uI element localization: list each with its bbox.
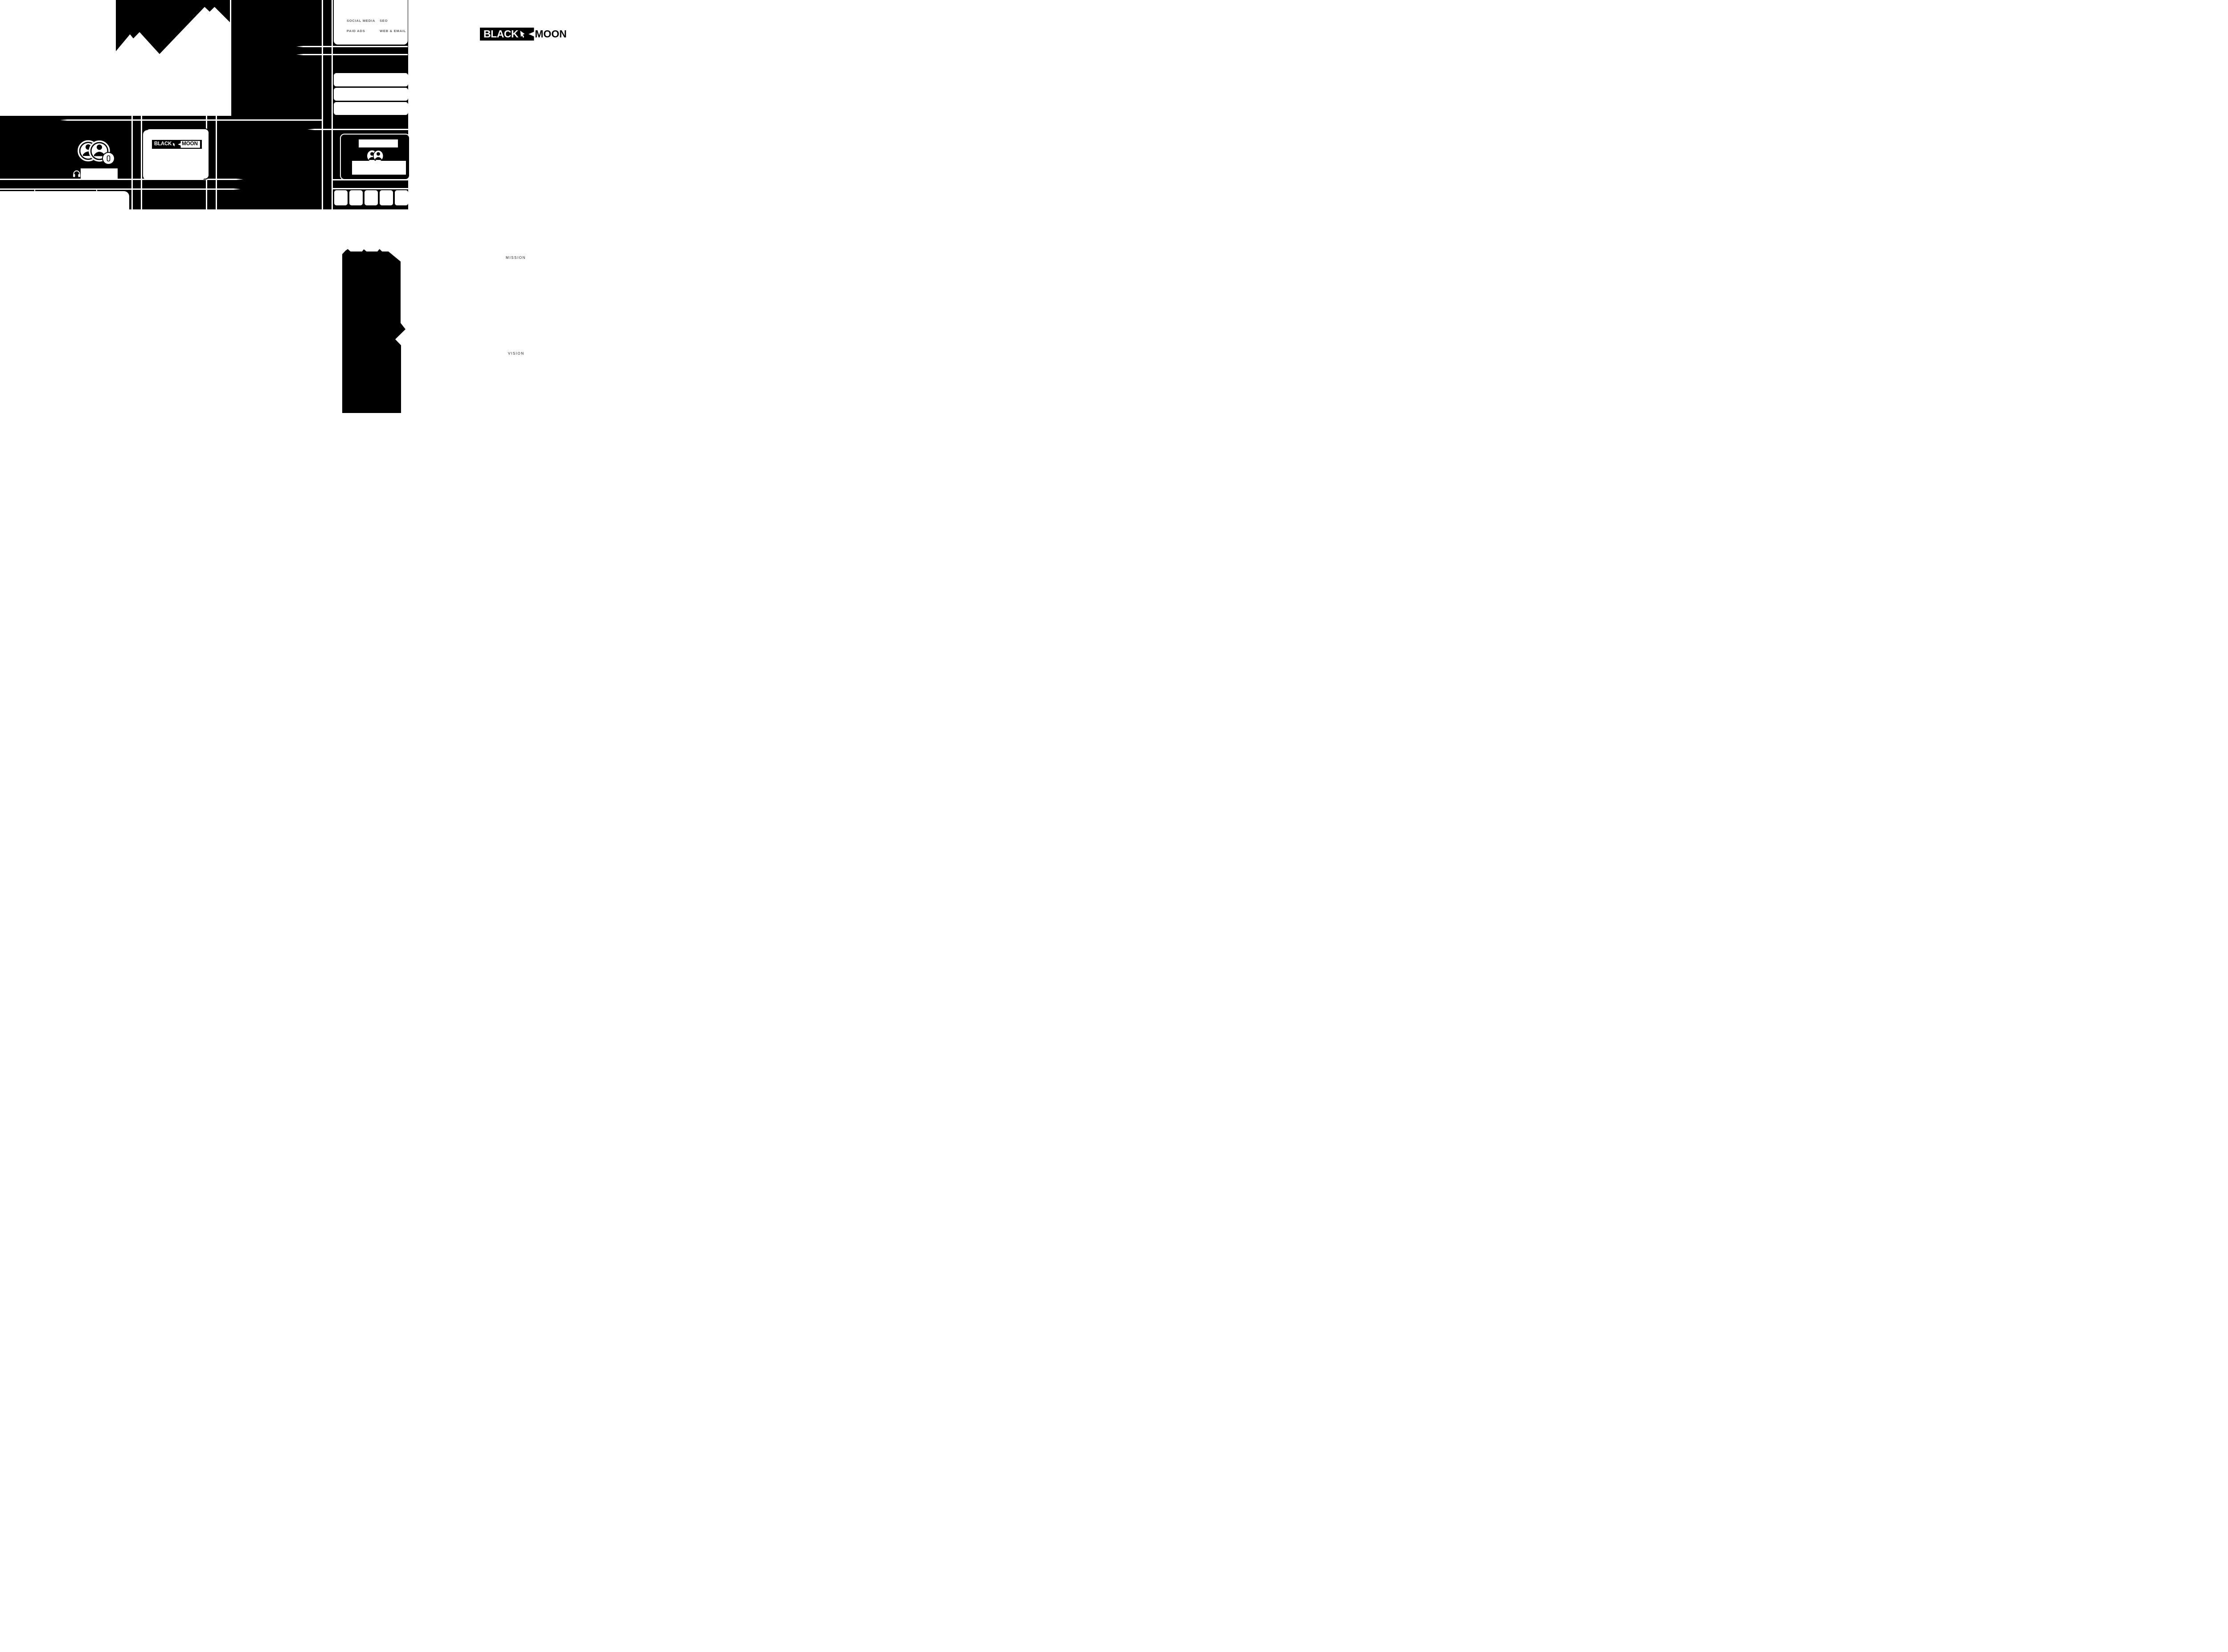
team-duo-large-icon xyxy=(78,140,115,165)
mission-heading: MISSION xyxy=(506,256,526,260)
team-duo-icon xyxy=(367,150,384,162)
mountain-range-motif-icon xyxy=(116,7,230,116)
mountain-panel xyxy=(116,0,230,116)
contact-card xyxy=(340,134,410,180)
grid-line-h3 xyxy=(60,119,322,121)
service-label-seo: SEO xyxy=(380,19,388,23)
tile-2 xyxy=(349,190,363,205)
grid-line-h4 xyxy=(307,129,408,130)
grid-line-h6-right xyxy=(333,188,408,189)
contact-card-info-band xyxy=(352,161,406,175)
vision-heading: VISION xyxy=(508,352,524,356)
tile-1 xyxy=(334,190,348,205)
grid-line-v2 xyxy=(141,116,142,209)
primary-logo: BLACK MOON xyxy=(480,28,567,41)
grid-line-h5 xyxy=(0,179,243,180)
grid-line-v5 xyxy=(322,0,323,209)
tile-3 xyxy=(365,190,378,205)
blank-slab-3 xyxy=(334,102,408,115)
grid-line-h2 xyxy=(296,54,408,55)
letterhead-sheet xyxy=(0,191,129,218)
tile-4 xyxy=(380,190,393,205)
logo-word-moon: MOON xyxy=(178,141,200,148)
cursor-arrow-icon xyxy=(172,142,176,147)
grid-line-v4 xyxy=(216,116,217,209)
business-card-logo: BLACK MOON xyxy=(152,140,202,149)
logo-text-black: BLACK xyxy=(483,28,519,40)
business-card: BLACK MOON xyxy=(143,130,205,180)
grid-line-h6 xyxy=(0,188,241,190)
logo-text-black: BLACK xyxy=(154,141,172,147)
service-label-paid-ads: PAID ADS xyxy=(347,29,365,33)
logo-word-moon: MOON xyxy=(528,28,567,41)
services-card: SOCIAL MEDIA SEO PAID ADS WEB & EMAIL xyxy=(334,0,408,45)
support-bar xyxy=(81,168,118,180)
grid-line-v6 xyxy=(332,0,333,209)
service-label-social-media: SOCIAL MEDIA xyxy=(347,19,376,23)
edge-tick-1 xyxy=(34,189,35,192)
blank-slab-2 xyxy=(334,88,408,101)
edge-tick-2 xyxy=(96,189,97,192)
logo-word-black: BLACK xyxy=(483,28,519,40)
panel-gap xyxy=(230,0,231,116)
brand-board: SOCIAL MEDIA SEO PAID ADS WEB & EMAIL xyxy=(0,0,567,413)
cursor-arrow-icon xyxy=(519,30,526,38)
grid-line-v1 xyxy=(131,116,133,209)
tile-5 xyxy=(395,190,408,205)
grid-line-h1 xyxy=(296,46,408,47)
contact-card-name-band xyxy=(359,139,398,147)
blank-slab-1 xyxy=(334,73,408,86)
headphones-icon xyxy=(73,170,80,177)
mountain-notch-panel xyxy=(342,249,405,413)
phone-badge-icon xyxy=(106,155,111,162)
logo-word-black: BLACK xyxy=(154,142,172,147)
service-label-web-email: WEB & EMAIL xyxy=(380,29,406,33)
